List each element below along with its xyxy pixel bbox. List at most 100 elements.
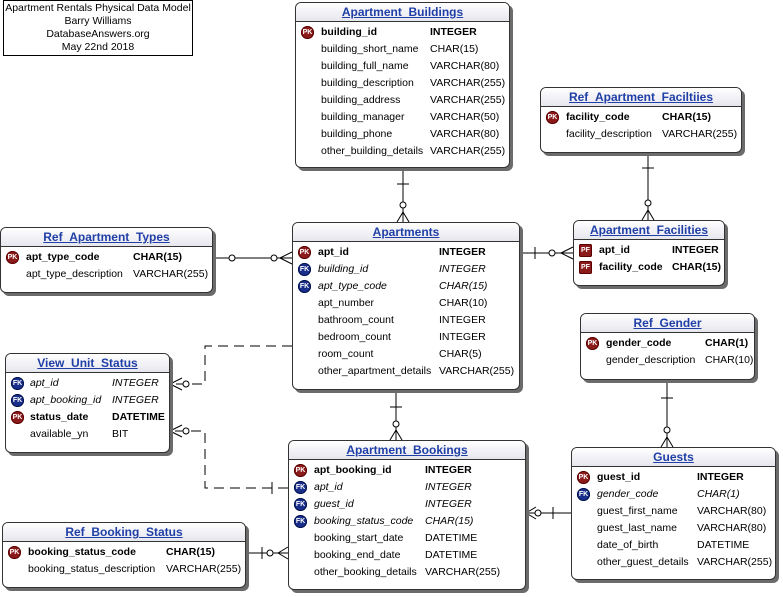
column-name: apt_id — [30, 377, 59, 389]
column-name: guest_first_name — [597, 505, 678, 517]
ref-apartment-types-title: Ref_Apartment_Types — [1, 228, 212, 247]
column-type: INTEGER — [112, 377, 159, 389]
column-type: CHAR(1) — [697, 488, 740, 500]
column-name: building_address — [321, 94, 401, 106]
column-type: VARCHAR(80) — [697, 505, 767, 517]
column-name: gender_code — [597, 488, 659, 500]
primary-key-icon: PK — [586, 337, 599, 350]
ref-apartment-facilities-title: Ref_Apartment_Faciltiies — [541, 88, 741, 107]
rel-bookings-view-status — [170, 430, 288, 489]
column-row[interactable]: booking_start_date DATETIME — [289, 530, 525, 547]
column-type: VARCHAR(255) — [430, 77, 506, 89]
note-author: Barry Williams — [64, 15, 132, 27]
column-name: building_full_name — [321, 60, 409, 72]
column-name: facility_description — [566, 128, 652, 140]
column-name: building_id — [321, 26, 377, 38]
primary-key-icon: PK — [6, 251, 19, 264]
column-type: CHAR(10) — [439, 297, 488, 309]
column-type: CHAR(15) — [430, 43, 479, 55]
column-row[interactable]: available_yn BIT — [6, 426, 169, 443]
primary-key-icon: PK — [298, 246, 311, 259]
column-type: VARCHAR(255) — [425, 566, 501, 578]
column-name: apt_id — [318, 246, 349, 258]
column-row[interactable]: FK apt_id INTEGER — [6, 375, 169, 392]
guests-title: Guests — [572, 448, 775, 467]
column-name: booking_start_date — [314, 532, 404, 544]
model-note: Apartment Rentals Physical Data Model Ba… — [3, 0, 193, 56]
column-row[interactable]: guest_first_name VARCHAR(80) — [572, 503, 775, 520]
column-name: booking_status_code — [28, 546, 136, 558]
column-type: DATETIME — [425, 549, 478, 561]
column-type: CHAR(15) — [133, 251, 183, 263]
primary-key-icon: PK — [11, 411, 24, 424]
column-name: apt_id — [599, 244, 630, 256]
column-name: guest_id — [597, 471, 641, 483]
column-name: bedroom_count — [318, 331, 391, 343]
column-name: bathroom_count — [318, 314, 394, 326]
column-type: BIT — [112, 428, 129, 440]
primary-key-icon: PK — [294, 464, 307, 477]
column-name: booking_status_description — [28, 563, 156, 575]
foreign-key-icon: FK — [11, 377, 24, 390]
column-type: VARCHAR(80) — [430, 128, 500, 140]
primary-key-icon: PK — [577, 471, 590, 484]
column-name: available_yn — [30, 428, 89, 440]
column-type: DATETIME — [425, 532, 478, 544]
